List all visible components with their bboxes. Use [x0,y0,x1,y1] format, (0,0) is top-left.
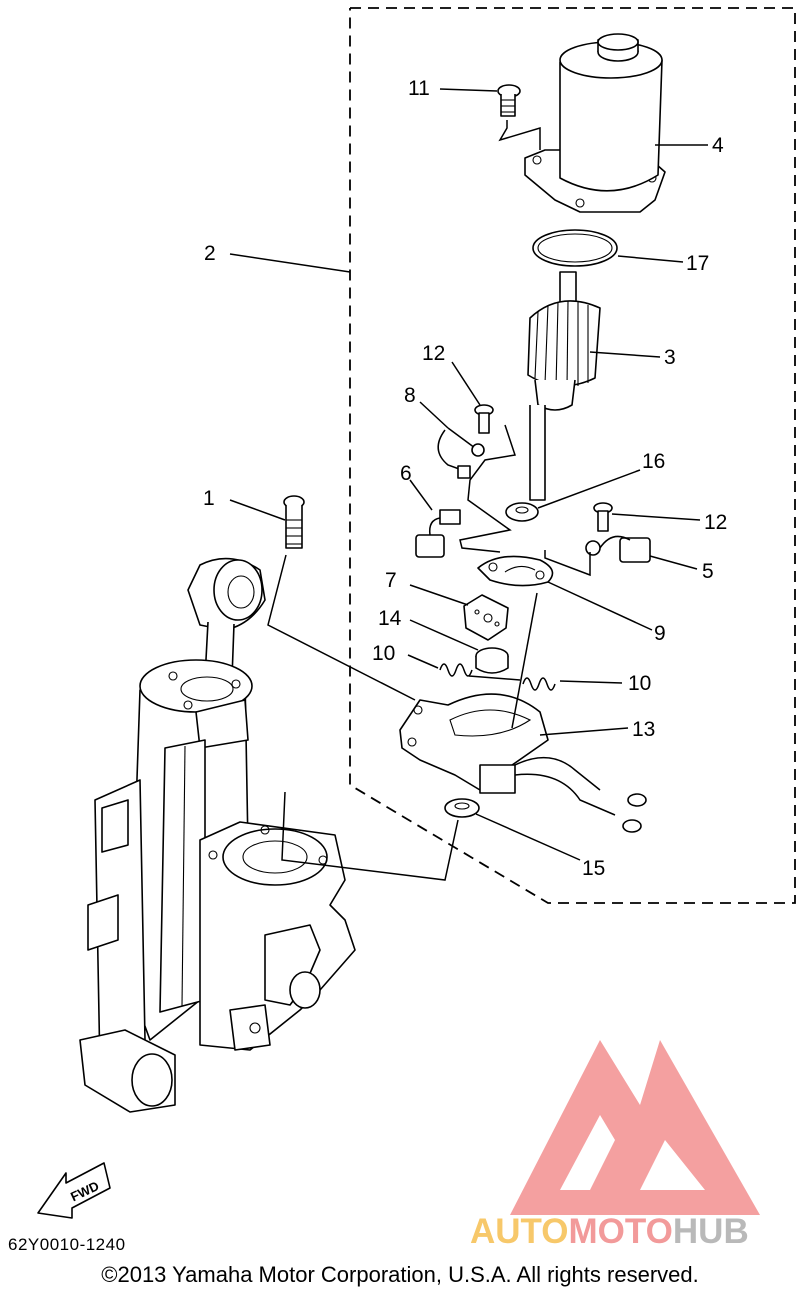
motor-part-4 [524,33,666,213]
callout-6: 6 [400,462,412,485]
callout-14: 14 [378,607,402,630]
callout-12-right: 12 [704,511,727,534]
end-cover-part-13 [399,693,647,833]
callout-5: 5 [702,560,714,583]
watermark-moto: MOTO [569,1212,673,1251]
spring-part-10-left [439,663,473,677]
tilt-cylinder-assembly [79,495,356,1113]
spring-part-10-right [522,677,556,691]
screw-part-12-top [474,404,494,434]
watermark-auto: AUTO [470,1212,569,1251]
screw-part-11 [497,84,521,117]
callout-1: 1 [203,487,215,510]
callout-17: 17 [686,252,709,275]
callout-12-top: 12 [422,342,445,365]
o-ring-part-17 [532,229,618,267]
callout-16: 16 [642,450,665,473]
callout-15: 15 [582,857,605,880]
copyright-notice: ©2013 Yamaha Motor Corporation, U.S.A. A… [101,1262,699,1287]
drawing-code: 62Y0010-1240 [8,1235,126,1254]
brush-part-5 [585,535,651,563]
assembly-boundary [349,7,796,904]
triangle-logo-icon [510,1040,760,1215]
brush-lead-part-8 [437,427,485,479]
callout-4: 4 [712,134,724,157]
terminal-part-7 [463,594,509,641]
bushing-part-14 [475,647,509,674]
callout-7: 7 [385,569,397,592]
watermark-text: AUTOMOTOHUB [470,1212,749,1251]
washer-part-15 [444,798,480,818]
callout-10-right: 10 [628,672,651,695]
fwd-arrow-icon [37,1162,111,1219]
callout-10-left: 10 [372,642,395,665]
callout-9: 9 [654,622,666,645]
brush-part-6 [415,509,461,558]
callout-8: 8 [404,384,416,407]
callout-13: 13 [632,718,655,741]
screw-part-12-right [593,502,613,532]
callout-2: 2 [204,242,216,265]
fwd-marker: FWD [37,1162,111,1219]
washer-part-16 [505,502,539,522]
watermark-logo [510,1040,760,1215]
plate-part-9 [477,555,554,587]
callout-3: 3 [664,346,676,369]
callout-11: 11 [408,77,430,100]
armature-part-3 [527,271,601,501]
watermark-hub: HUB [673,1212,749,1251]
